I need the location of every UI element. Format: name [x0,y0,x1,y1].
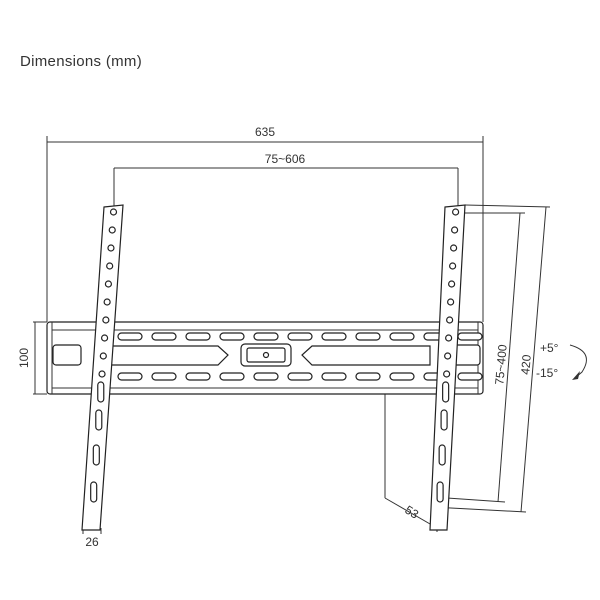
arm-hole [102,316,110,324]
dim-label-420: 420 [518,354,534,375]
dim-label-26: 26 [85,535,99,549]
diagram-title: Dimensions (mm) [20,53,143,70]
arm-slot [95,409,103,431]
arm-slot [440,409,448,431]
arm-hole [444,352,452,360]
dim-vesa-horizontal: 75~606 [113,152,459,207]
arm-slot [442,381,450,403]
tilt-down-label: -15° [536,366,558,380]
rail-slot [355,332,381,341]
rail-slot [151,332,177,341]
arm-hole [100,334,109,342]
rail-slots [117,332,483,381]
arm-hole [104,280,113,288]
rail-slot [355,372,381,381]
rail-slot [457,332,483,341]
arm-hole [452,208,460,216]
arm-hole [109,208,118,216]
arm-hole [445,334,453,342]
dim-label-100: 100 [17,348,31,368]
rail-slot [321,372,347,381]
arm-hole [103,298,111,306]
dim-overall-width: 635 [46,125,484,322]
arm-slot [90,481,98,503]
dim-label-53: 53 [402,503,421,522]
arm-hole [446,316,454,324]
arm-hole [443,370,451,378]
rail-channel-left [109,345,229,366]
rail-slot [253,332,279,341]
dim-label-635: 635 [255,125,275,139]
arm-hole [99,352,107,360]
rail-slot [117,372,143,381]
rail-channel-right [301,345,431,366]
arm-hole [107,244,115,252]
rail-slot [389,372,415,381]
rail-slot [117,332,143,341]
rail-slot [389,332,415,341]
tilt-indicator: +5° -15° [536,341,587,380]
arm-hole [98,370,106,378]
dim-rail-height: 100 [17,321,47,395]
arm-hole [447,298,455,306]
arrow-head-icon [572,371,580,380]
rail-slot [321,332,347,341]
arm-slot [438,444,446,466]
dim-arm-width: 26 [82,528,102,549]
arm-hole [106,262,114,270]
rail-slot [185,332,211,341]
rail-slot [457,372,483,381]
arm-hole [108,226,116,234]
arm-slot [97,381,105,403]
rail-slot [185,372,211,381]
rail-slot [219,372,245,381]
rail-slot [219,332,245,341]
tv-arm-left [81,204,124,531]
dim-arm-length: 420 [431,204,551,513]
rail-slot [287,332,313,341]
end-clip-left [52,344,82,366]
arm-hole [450,244,458,252]
arm-slot [436,481,444,503]
rail-slot [287,372,313,381]
tilt-arrow-icon [569,344,587,379]
tv-arm-right [429,204,466,531]
dim-vesa-vertical: 75~400 [446,212,525,503]
arm-hole [449,262,457,270]
wall-rail [46,321,484,395]
arm-slot [92,444,100,466]
rail-slot [151,372,177,381]
dim-label-75-606: 75~606 [265,152,306,166]
arm-hole [448,280,456,288]
tilt-up-label: +5° [540,341,559,355]
arm-hole [451,226,459,234]
dim-wall-distance: 53 [384,394,438,532]
rail-slot [253,372,279,381]
dim-label-75-400: 75~400 [492,344,509,386]
